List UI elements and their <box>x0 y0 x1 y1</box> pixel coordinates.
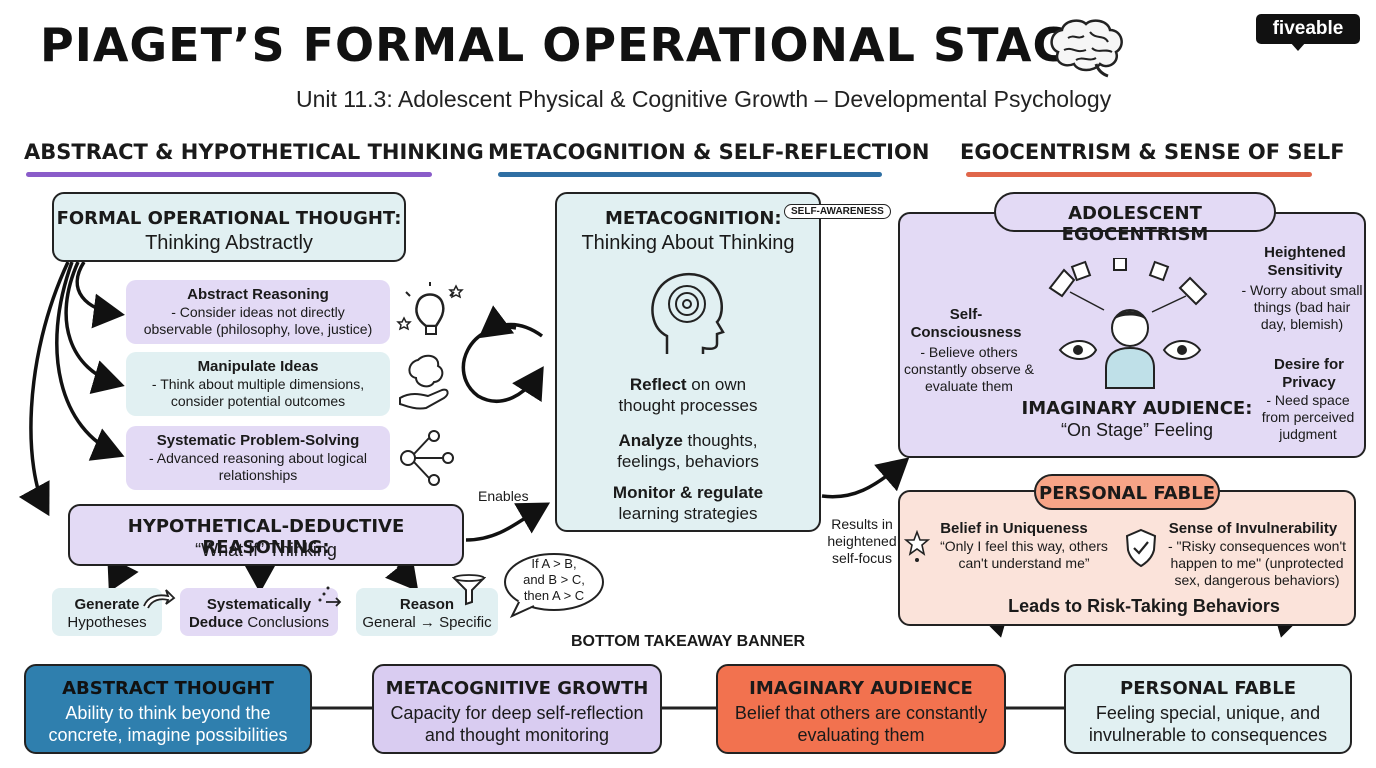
speech-bubble <box>504 553 604 619</box>
spotlight-person-icon <box>1048 258 1208 389</box>
takeaway-abstract-desc: Ability to think beyond the concrete, im… <box>48 703 288 745</box>
step-reason: Reason General → Specific <box>356 588 498 636</box>
abstract-reasoning-box: Abstract Reasoning - Consider ideas not … <box>126 280 390 344</box>
hypothetical-box: HYPOTHETICAL-DEDUCTIVE REASONING: “What … <box>68 504 464 566</box>
problem-solving-title: Systematic Problem-Solving <box>156 432 360 449</box>
logo-tail <box>1290 42 1306 51</box>
step-generate-text: Hypotheses <box>67 614 147 631</box>
cycle-analyze-bold: Analyze <box>618 431 683 450</box>
brain-icon <box>1050 19 1123 78</box>
step-deduce: Systematically Deduce Conclusions <box>180 588 338 636</box>
results-label: Results in heightened self-focus <box>827 516 897 566</box>
cycle-monitor: Monitor & regulate learning strategies <box>557 482 819 524</box>
page-subtitle: Unit 11.3: Adolescent Physical & Cogniti… <box>296 86 1112 112</box>
privacy-title: Desire for Privacy <box>1273 356 1345 391</box>
risk-taking-label: Leads to Risk-Taking Behaviors <box>1008 596 1280 616</box>
col3-underline <box>966 172 1312 177</box>
formal-thought-subtitle: Thinking Abstractly <box>145 232 313 254</box>
audience-subtitle: “On Stage” Feeling <box>1060 420 1214 440</box>
takeaway-fable-title: PERSONAL FABLE <box>1120 678 1296 699</box>
col3-heading: EGOCENTRISM & SENSE OF SELF <box>960 140 1345 164</box>
col1-underline <box>26 172 432 177</box>
manipulate-ideas-title: Manipulate Ideas <box>197 358 319 375</box>
cycle-monitor-bold: Monitor & regulate <box>612 483 764 502</box>
manipulate-ideas-desc: - Think about multiple dimensions, consi… <box>151 376 365 409</box>
shield-icon <box>1125 528 1157 568</box>
step-deduce-line2: Deduce Conclusions <box>180 614 338 631</box>
personal-fable-title: PERSONAL FABLE <box>1039 483 1215 504</box>
personal-fable-box <box>898 490 1356 626</box>
metacognition-box: METACOGNITION: Thinking About Thinking R… <box>555 192 821 532</box>
enables-label: Enables <box>478 488 529 504</box>
step-reason-bold: Reason <box>399 596 455 613</box>
problem-solving-box: Systematic Problem-Solving - Advanced re… <box>126 426 390 490</box>
self-conscious-title: Self-Consciousness <box>910 306 1022 341</box>
cycle-monitor-line2: learning strategies <box>618 504 758 523</box>
abstract-reasoning-title: Abstract Reasoning <box>187 286 329 303</box>
takeaway-audience-title: IMAGINARY AUDIENCE <box>749 678 973 699</box>
cycle-reflect-rest: on own <box>686 375 747 394</box>
hand-idea-icon <box>399 354 449 410</box>
takeaway-imaginary-audience: IMAGINARY AUDIENCE Belief that others ar… <box>716 664 1006 754</box>
abstract-reasoning-desc: - Consider ideas not directly observable… <box>143 304 373 337</box>
fiveable-logo: fiveable <box>1256 14 1360 44</box>
step-generate: Generate Hypotheses <box>52 588 162 636</box>
sensitivity-desc: - Worry about small things (bad hair day… <box>1241 282 1363 332</box>
takeaway-abstract-thought: ABSTRACT THOUGHT Ability to think beyond… <box>24 664 312 754</box>
egocentrism-title: ADOLESCENT EGOCENTRISM <box>1061 203 1209 245</box>
funnel-icon <box>452 574 486 606</box>
audience-title: IMAGINARY AUDIENCE: <box>1021 398 1253 419</box>
hypothetical-title: HYPOTHETICAL-DEDUCTIVE REASONING: <box>127 516 405 558</box>
problem-solving-desc: - Advanced reasoning about logical relat… <box>149 450 367 483</box>
cycle-reflect: Reflect on own thought processes <box>557 374 819 416</box>
personal-fable-title-pill: PERSONAL FABLE <box>1034 474 1220 510</box>
head-spiral-icon <box>651 272 725 354</box>
step-deduce-text: Conclusions <box>247 614 330 631</box>
takeaway-metacognitive-growth: METACOGNITIVE GROWTH Capacity for deep s… <box>372 664 662 754</box>
egocentrism-title-pill: ADOLESCENT EGOCENTRISM <box>994 192 1276 245</box>
bubble-text: If A > B, and B > C, then A > C <box>523 556 585 603</box>
takeaway-metacognitive-title: METACOGNITIVE GROWTH <box>385 678 649 699</box>
invulnerability-title: Sense of Invulnerability <box>1168 520 1338 537</box>
cycle-reflect-bold: Reflect <box>629 375 687 394</box>
invulnerability-desc: - "Risky consequences won't happen to me… <box>1167 538 1347 588</box>
banner-label: BOTTOM TAKEAWAY BANNER <box>570 633 806 650</box>
step-deduce-bold2: Deduce <box>188 614 244 631</box>
col2-underline <box>498 172 882 177</box>
cycle-analyze: Analyze thoughts, feelings, behaviors <box>557 430 819 472</box>
curved-arrow-icon <box>143 589 176 609</box>
uniqueness-desc: “Only I feel this way, others can't unde… <box>940 538 1108 571</box>
self-awareness-badge: SELF-AWARENESS <box>784 204 891 219</box>
takeaway-abstract-title: ABSTRACT THOUGHT <box>62 678 274 699</box>
step-deduce-bold: Systematically <box>206 596 312 613</box>
col1-heading: ABSTRACT & HYPOTHETICAL THINKING <box>24 140 484 164</box>
cycle-reflect-line2: thought processes <box>618 396 758 415</box>
page-title: PIAGET’S FORMAL OPERATIONAL STAGE <box>40 18 1104 72</box>
privacy-desc: - Need space from perceived judgment <box>1261 392 1355 442</box>
takeaway-audience-desc: Belief that others are constantly evalua… <box>734 703 988 745</box>
step-generate-bold: Generate <box>74 596 140 613</box>
takeaway-fable-desc: Feeling special, unique, and invulnerabl… <box>1088 703 1328 745</box>
metacognition-title: METACOGNITION: <box>605 208 782 229</box>
step-reason-text: General → Specific <box>362 614 492 631</box>
takeaway-metacognitive-desc: Capacity for deep self-reflection and th… <box>390 703 644 745</box>
lightbulb-icon <box>396 282 464 335</box>
metacognition-subtitle: Thinking About Thinking <box>581 232 795 254</box>
cycle-analyze-rest: thoughts, <box>682 431 758 450</box>
star-person-icon <box>904 530 930 562</box>
takeaway-personal-fable: PERSONAL FABLE Feeling special, unique, … <box>1064 664 1352 754</box>
hypothetical-subtitle: “What If” Thinking <box>195 540 337 560</box>
network-icon <box>400 430 454 486</box>
cycle-analyze-line2: feelings, behaviors <box>617 452 759 471</box>
manipulate-ideas-box: Manipulate Ideas - Think about multiple … <box>126 352 390 416</box>
col2-heading: METACOGNITION & SELF-REFLECTION <box>488 140 930 164</box>
formal-thought-title: FORMAL OPERATIONAL THOUGHT: <box>56 208 402 229</box>
uniqueness-title: Belief in Uniqueness <box>940 520 1088 537</box>
self-conscious-desc: - Believe others constantly observe & ev… <box>904 344 1034 394</box>
formal-thought-box: FORMAL OPERATIONAL THOUGHT: Thinking Abs… <box>52 192 406 262</box>
sensitivity-title: Heightened Sensitivity <box>1264 244 1346 279</box>
dots-arrow-icon <box>318 586 342 607</box>
